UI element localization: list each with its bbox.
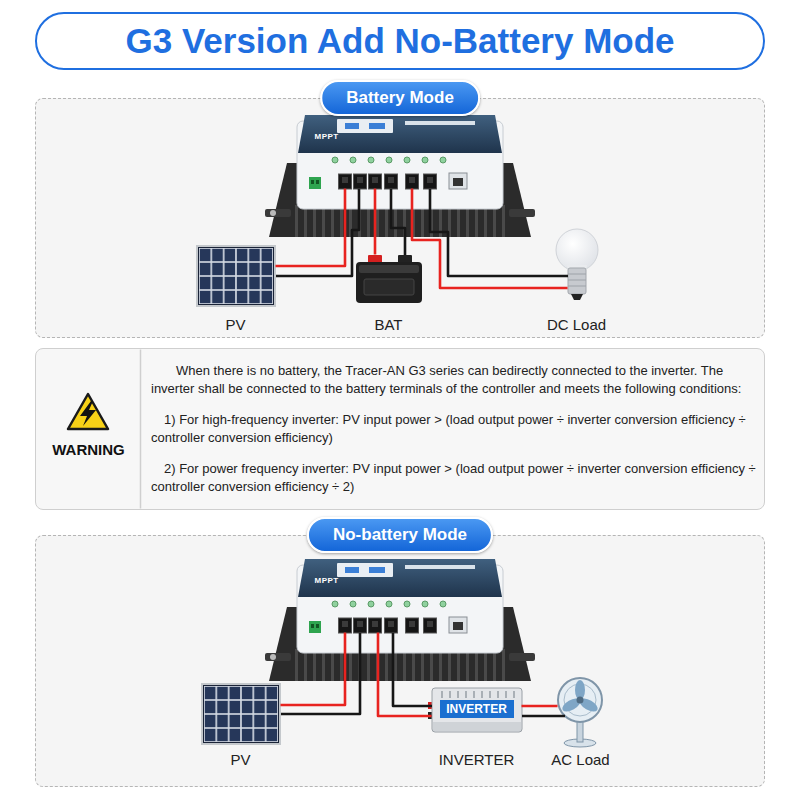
- inverter-vents: [442, 691, 514, 698]
- solar-panel: PV: [196, 245, 276, 335]
- warning-text: When there is no battery, the Tracer-AN …: [151, 362, 758, 398]
- component-label: DC Load: [518, 316, 636, 333]
- component-label: INVERTER: [382, 751, 572, 768]
- solar-panel-illustration: [197, 246, 275, 306]
- fan-hub: [577, 697, 584, 704]
- title-banner: G3 Version Add No-Battery Mode: [35, 12, 765, 70]
- bulb-base: [568, 268, 586, 294]
- inverter-foot: [433, 722, 521, 731]
- component-label: AC Load: [508, 751, 654, 768]
- condition-item: 2) For power frequency inverter: PV inpu…: [151, 460, 758, 496]
- fan-stand: [577, 720, 583, 742]
- condition-item: 1) For high-frequency inverter: PV input…: [151, 411, 758, 447]
- battery-plate: [364, 279, 414, 295]
- controller-illustration: [265, 115, 535, 237]
- battery-illustration: [356, 255, 422, 303]
- solar-panel-illustration: [202, 684, 280, 744]
- charge-controller: MPPT: [297, 559, 503, 633]
- inverter-band: [440, 700, 514, 718]
- warning-divider: [140, 350, 142, 509]
- battery-body: [356, 262, 422, 303]
- inverter-illustration: [428, 688, 522, 732]
- inverter-case: [432, 688, 522, 732]
- lightning-symbol: [80, 401, 96, 426]
- fan-blade: [560, 696, 582, 715]
- controller-illustration: [265, 559, 535, 681]
- component-label: PV: [151, 751, 331, 768]
- section-pill: Battery Mode: [320, 80, 480, 116]
- brand-mark: MPPT: [315, 576, 339, 585]
- solar-panel: PV: [201, 683, 281, 770]
- device-label: INVERTER: [440, 700, 514, 718]
- component-label: BAT: [306, 316, 472, 333]
- component-label: PV: [146, 316, 326, 333]
- warning-heading: WARNING: [36, 441, 141, 458]
- bulb-thread: [568, 274, 586, 286]
- battery-lid: [359, 265, 419, 273]
- inverter: INVERTERINVERTER: [432, 688, 522, 770]
- section-pill: No-battery Mode: [307, 517, 493, 553]
- brand-mark: MPPT: [315, 132, 339, 141]
- fan-blade: [578, 696, 600, 715]
- battery: BAT: [356, 255, 422, 335]
- charge-controller: MPPT: [297, 115, 503, 189]
- bulb-glass: [556, 229, 598, 271]
- ac-load: AC Load: [558, 676, 604, 770]
- warning-box: WARNING When there is no battery, the Tra…: [35, 348, 765, 510]
- dc-load: DC Load: [568, 234, 586, 335]
- negative-wire: [522, 715, 565, 718]
